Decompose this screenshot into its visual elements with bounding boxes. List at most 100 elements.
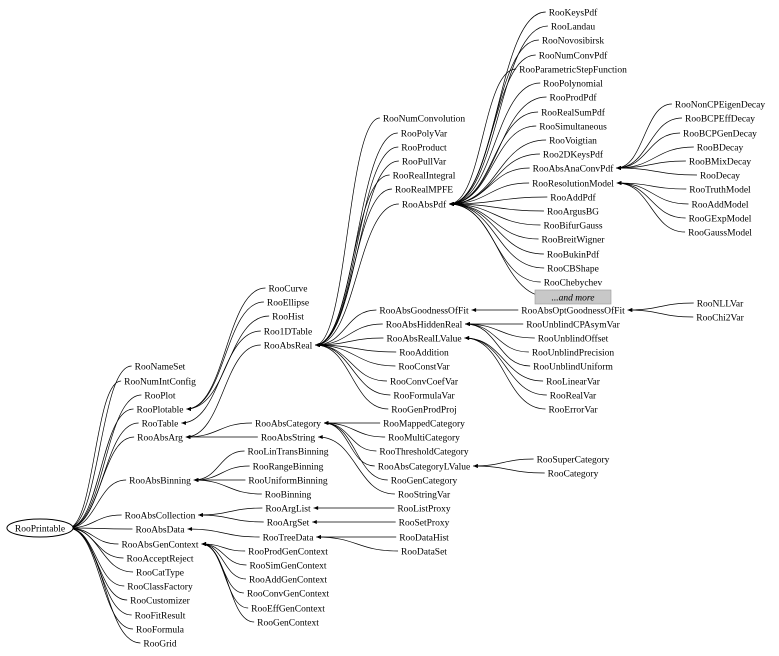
node-rooformula: RooFormula	[136, 625, 185, 635]
edge-rooparametricstepfunction-to-rooabspdf	[449, 68, 517, 205]
node-label-roonovosibirsk: RooNovosibirsk	[542, 36, 605, 46]
node-label-rooplot: RooPlot	[144, 391, 176, 401]
node-rooabscollection: RooAbsCollection	[125, 511, 196, 521]
node-roobdecay: RooBDecay	[697, 143, 744, 153]
edge-roogrid-to-rooprintable	[68, 527, 141, 644]
node-roopolyvar: RooPolyVar	[401, 129, 448, 139]
node-label-roorealvar: RooRealVar	[550, 391, 597, 401]
node-label-roo2dkeyspdf: Roo2DKeysPdf	[543, 149, 604, 160]
node-rooabsreal: RooAbsReal	[264, 341, 313, 351]
node-rooconvgencontext: RooConvGenContext	[247, 589, 330, 599]
node-roobifurgauss: RooBifurGauss	[543, 220, 602, 231]
node-rooplot: RooPlot	[144, 391, 176, 401]
node-label-roorangebinning: RooRangeBinning	[253, 462, 324, 472]
edge-roocbshape-to-rooabspdf	[449, 203, 545, 269]
node-roounblinduniform: RooUnblindUniform	[533, 361, 613, 372]
node-rooconstvar: RooConstVar	[398, 362, 450, 372]
node-roorealsumpdf: RooRealSumPdf	[541, 107, 606, 118]
arrowhead-rooargset-to-rooabscollection	[198, 513, 203, 517]
edge-roonameset-to-rooprintable	[68, 365, 132, 529]
edge-roogaussmodel-to-rooresolutionmodel	[616, 182, 686, 233]
node-roobcpeffdecay: RooBCPEffDecay	[685, 113, 755, 124]
node-label-rooconstvar: RooConstVar	[398, 362, 450, 372]
node-roosetproxy: RooSetProxy	[399, 518, 450, 528]
node-roosupercategory: RooSuperCategory	[537, 455, 610, 465]
node-label-rooargset: RooArgSet	[267, 518, 310, 528]
node-roouniformbinning: RooUniformBinning	[248, 475, 327, 486]
edge-roobcpgendecay-to-rooabsanaconvpdf	[616, 132, 681, 169]
node-label-rooaddgencontext: RooAddGenContext	[249, 575, 327, 585]
node-roocattype: RooCatType	[136, 568, 184, 578]
node-roocustomizer: RooCustomizer	[130, 596, 190, 606]
node-label-roounblindprecision: RooUnblindPrecision	[532, 348, 615, 358]
node-label-rooabsarg: RooAbsArg	[137, 433, 183, 443]
node-label-rooformula: RooFormula	[136, 625, 185, 635]
arrowhead-rootreedata-to-rooabsdata	[187, 527, 193, 531]
edge-rooplot-to-rooprintable	[68, 394, 142, 529]
node-label-roorealsumpdf: RooRealSumPdf	[541, 107, 606, 118]
edge-rooabscollection-to-rooprintable	[68, 514, 122, 529]
node-label-roobdecay: RooBDecay	[697, 143, 744, 153]
arrowhead-rooabsstring-to-rooabsarg	[185, 435, 191, 439]
and-more-box	[534, 289, 612, 305]
node-label-rooargusbg: RooArgusBG	[547, 207, 599, 217]
node-label-roodatahist: RooDataHist	[399, 533, 449, 543]
node-roonumconvpdf: RooNumConvPdf	[539, 50, 608, 61]
node-roosimultaneous: RooSimultaneous	[539, 122, 607, 132]
node-rooprodpdf: RooProdPdf	[550, 92, 598, 103]
node-label-roo1dtable: Roo1DTable	[264, 327, 312, 337]
node-label-roouniformbinning: RooUniformBinning	[248, 475, 327, 486]
edge-rooabsarg-to-rooprintable	[68, 436, 135, 529]
node-rooproduct: RooProduct	[401, 143, 447, 153]
edge-rooabsdata-to-rooprintable	[68, 527, 133, 530]
node-label-rooabsanaconvpdf: RooAbsAnaConvPdf	[533, 163, 615, 174]
node-label-roopolynomial: RooPolynomial	[543, 79, 603, 89]
edge-rooabsgoodnessoffit-to-rooabsreal	[315, 309, 377, 346]
edge-rooabspdf-to-rooabsreal	[315, 203, 399, 346]
node-roounblindoffset: RooUnblindOffset	[538, 333, 609, 344]
edge-roosimultaneous-to-rooabspdf	[449, 125, 537, 205]
node-roogaussmodel: RooGaussModel	[688, 228, 752, 238]
edge-rooaddpdf-to-rooabspdf	[449, 196, 548, 205]
node-rooerrorvar: RooErrorVar	[548, 405, 598, 415]
node-roorealmpfe: RooRealMPFE	[395, 185, 453, 195]
edge-roolandau-to-rooabspdf	[449, 25, 548, 205]
node-label-rootruthmodel: RooTruthModel	[689, 185, 751, 195]
node-label-roounblinduniform: RooUnblindUniform	[533, 361, 613, 372]
node-label-roorealmpfe: RooRealMPFE	[395, 185, 453, 195]
node-roocbshape: RooCBShape	[547, 264, 599, 274]
node-roofitresult: RooFitResult	[135, 611, 186, 621]
node-label-roonllvar: RooNLLVar	[697, 299, 744, 309]
node-label-roosimgencontext: RooSimGenContext	[249, 561, 326, 571]
edge-roochi2var-to-rooabsoptgoodnessoffit	[627, 309, 694, 318]
arrowhead-roo1dtable-to-rootable	[181, 421, 186, 425]
node-label-rooplotable: RooPlotable	[137, 405, 184, 415]
node-label-roocattype: RooCatType	[136, 568, 184, 578]
node-roomappedcategory: RooMappedCategory	[383, 419, 465, 429]
edge-roorealmpfe-to-rooabsreal	[315, 188, 392, 346]
node-rooaddpdf: RooAddPdf	[550, 192, 596, 203]
node-rooarglist: RooArgList	[265, 504, 311, 514]
edge-rooerrorvar-to-rooabsreallvalue	[464, 337, 546, 410]
node-label-roomulticategory: RooMultiCategory	[388, 433, 460, 443]
node-andmore: ...and more	[534, 289, 612, 305]
node-label-rooprodgencontext: RooProdGenContext	[248, 547, 328, 557]
node-label-rooaddpdf: RooAddPdf	[550, 192, 596, 203]
node-label-roochebychev: RooChebychev	[544, 278, 603, 288]
node-label-roopullvar: RooPullVar	[402, 157, 447, 167]
node-label-rooabsgoodnessoffit: RooAbsGoodnessOfFit	[379, 305, 469, 316]
node-label-rooarglist: RooArgList	[265, 504, 311, 514]
node-label-roocbshape: RooCBShape	[547, 264, 599, 274]
node-label-roosimultaneous: RooSimultaneous	[539, 122, 607, 132]
node-label-roobukinpdf: RooBukinPdf	[547, 249, 600, 260]
node-label-rooabsgencontext: RooAbsGenContext	[121, 540, 198, 550]
edge-rooacceptreject-to-rooprintable	[68, 527, 124, 559]
edge-rooformula-to-rooprintable	[68, 527, 133, 630]
edge-roovoigtian-to-rooabspdf	[449, 139, 547, 205]
node-rooargusbg: RooArgusBG	[547, 207, 599, 217]
node-label-roostringvar: RooStringVar	[398, 490, 451, 500]
edge-rooabsbinning-to-rooprintable	[68, 479, 127, 529]
node-rooresolutionmodel: RooResolutionModel	[532, 179, 614, 189]
node-label-roomappedcategory: RooMappedCategory	[383, 419, 465, 429]
